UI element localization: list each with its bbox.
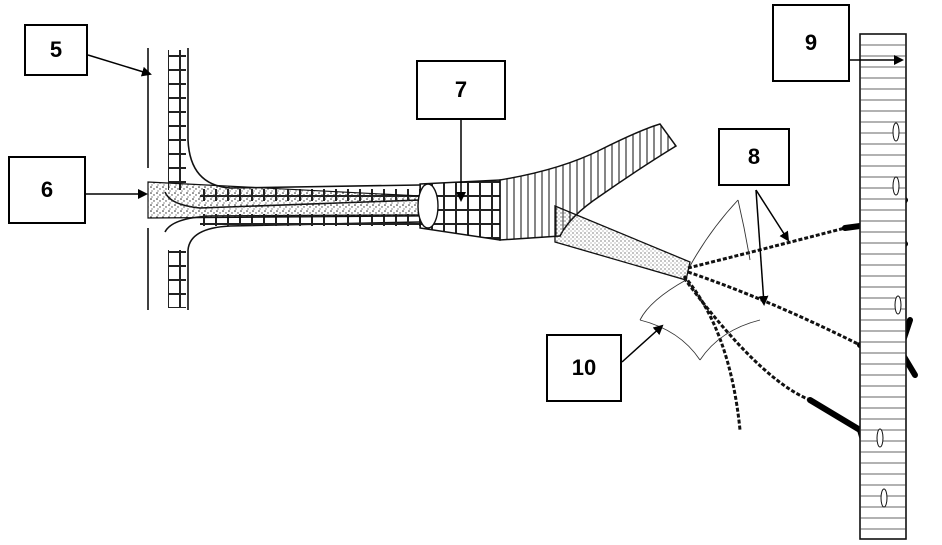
label-10: 10 <box>546 334 622 402</box>
label-8: 8 <box>718 128 790 186</box>
tracheal-end-cell <box>640 200 760 360</box>
pointer-8b <box>756 190 764 304</box>
epidermis <box>148 48 188 310</box>
label-6: 6 <box>8 156 86 224</box>
label-5: 5 <box>24 24 88 76</box>
label-9: 9 <box>772 4 850 82</box>
pointer-5 <box>88 55 150 74</box>
pointer-10 <box>622 326 662 362</box>
pointer-8a <box>756 190 788 240</box>
tracheoles <box>684 228 860 430</box>
label-7: 7 <box>416 60 506 120</box>
junction-cells <box>418 180 500 240</box>
muscle-fiber <box>860 34 906 539</box>
tracheal-branch <box>555 206 690 280</box>
